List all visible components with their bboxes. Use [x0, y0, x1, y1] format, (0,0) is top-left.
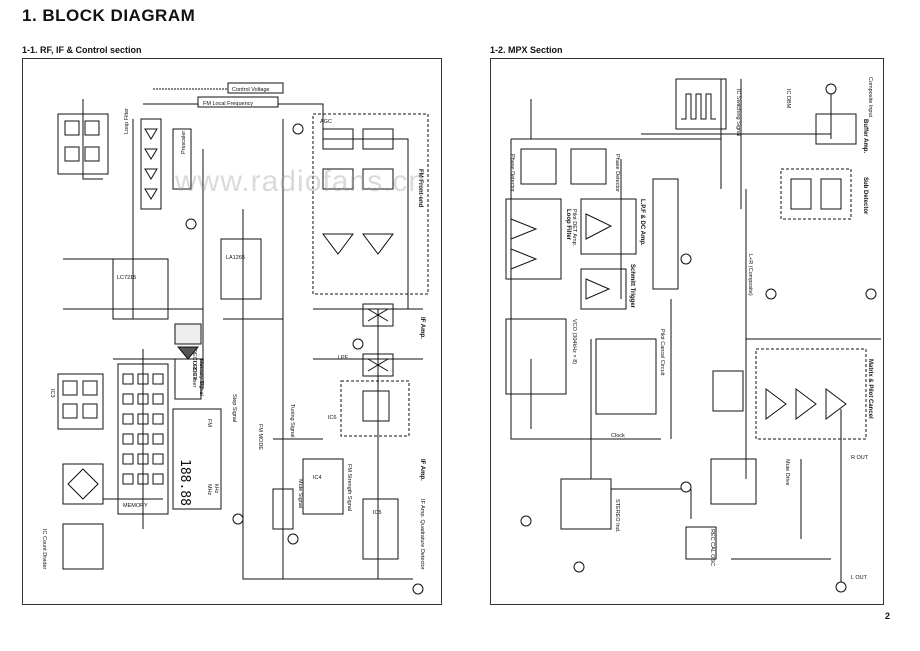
- composite-input-label: Composite Input: [867, 77, 873, 118]
- fm-local-label: FM Local Frequency: [203, 101, 253, 107]
- sub-detector-label: Sub Detector: [862, 177, 868, 215]
- mhz-indicator: MHz: [206, 484, 212, 496]
- mute-drive-label: Mute Drive: [784, 459, 790, 486]
- buffer-amp-label: Buffer Amp.: [862, 119, 868, 153]
- control-voltage-label: Control Voltage: [232, 87, 270, 93]
- lpf-label: LPF: [338, 355, 349, 361]
- schmitt-label: Schmitt Trigger: [629, 264, 635, 309]
- ic6-label: IC6: [328, 415, 337, 421]
- right-section-heading: 1-2. MPX Section: [490, 45, 563, 55]
- pilot-canceller-label: Pilot Cancel Circuit: [659, 329, 665, 376]
- loop-filter-mpx-label: Loop Filter: [565, 209, 571, 241]
- ic-count-divider-label: IC Count Divider: [41, 529, 47, 570]
- rf-if-schematic: Loop Filter Prescaler FM Local Frequency…: [41, 82, 429, 595]
- watermark: www.radiofans.cn: [175, 165, 427, 198]
- matrix-pilot-label: Matrix & Pilot Cancel: [867, 359, 873, 419]
- ic-dbm-label: IC DBM: [785, 89, 791, 109]
- khz-indicator: kHz: [213, 484, 219, 494]
- memory-label: MEMORY: [123, 503, 148, 509]
- fm-mode-label: FM MODE: [257, 424, 263, 450]
- switching-signal-label: IC Switching Signal: [735, 89, 741, 136]
- la1265-label: LA1265: [226, 255, 245, 261]
- vco-label: VCO (304kHz × 8): [571, 319, 577, 364]
- ic4-label: IC4: [313, 475, 322, 481]
- clock-label: Clock: [611, 433, 625, 439]
- prescaler-label: Prescaler: [181, 131, 187, 154]
- rf-if-control-diagram: Loop Filter Prescaler FM Local Frequency…: [22, 58, 442, 605]
- stereo-ind-label: STEREO Ind.: [614, 499, 620, 533]
- phase-detector-1-label: Phase Detector: [509, 154, 515, 192]
- composite-signal-label: L+R (Composite): [747, 254, 753, 296]
- memory-signal-label: Memory Signal: [198, 359, 204, 396]
- tuning-signal-label: Tuning Signal: [289, 404, 295, 437]
- step-signal-label: Step Signal: [231, 394, 237, 422]
- phase-detector-2-label: Phase Detector: [614, 154, 620, 192]
- ic3-label: IC3: [49, 389, 55, 398]
- if-amp-1-label: IF Amp.: [419, 317, 425, 339]
- out-l-label: L OUT: [851, 575, 868, 581]
- rec-cal-label: REC CAL OSC: [709, 529, 715, 566]
- pilot-det-label: Pilot DET Amp.: [571, 209, 577, 247]
- out-r-label: R OUT: [851, 455, 869, 461]
- decorder-label: DECORDER: [191, 349, 197, 381]
- ic5-label: IC5: [373, 510, 382, 516]
- page-number: 2: [884, 611, 890, 621]
- lcd-timer-label: LCD Timer: [191, 361, 197, 387]
- fm-strength-label: FM Strength Signal: [346, 464, 352, 511]
- if-amp-detector-label: IF Amp. Quadrature Detector: [419, 499, 425, 570]
- agc-label: AGC: [320, 119, 332, 125]
- left-section-heading: 1-1. RF, IF & Control section: [22, 45, 142, 55]
- lc7215-label: LC7215: [117, 275, 136, 281]
- lpf-dc-label: L.P.F & DC Amp.: [639, 199, 645, 246]
- mute-signal-label: Mute Signal: [297, 479, 303, 508]
- if-amp-2-label: IF Amp.: [419, 459, 425, 481]
- fm-indicator: FM: [206, 419, 212, 427]
- page-title: 1. BLOCK DIAGRAM: [22, 6, 196, 25]
- mpx-schematic: Buffer Amp. Composite Input Sub Detector…: [505, 77, 881, 593]
- mpx-diagram: Buffer Amp. Composite Input Sub Detector…: [490, 58, 884, 605]
- display-digits: 188.88: [177, 459, 192, 506]
- fm-front-end-label: FM Front-end: [417, 169, 423, 208]
- loop-filter-label: Loop Filter: [124, 108, 130, 134]
